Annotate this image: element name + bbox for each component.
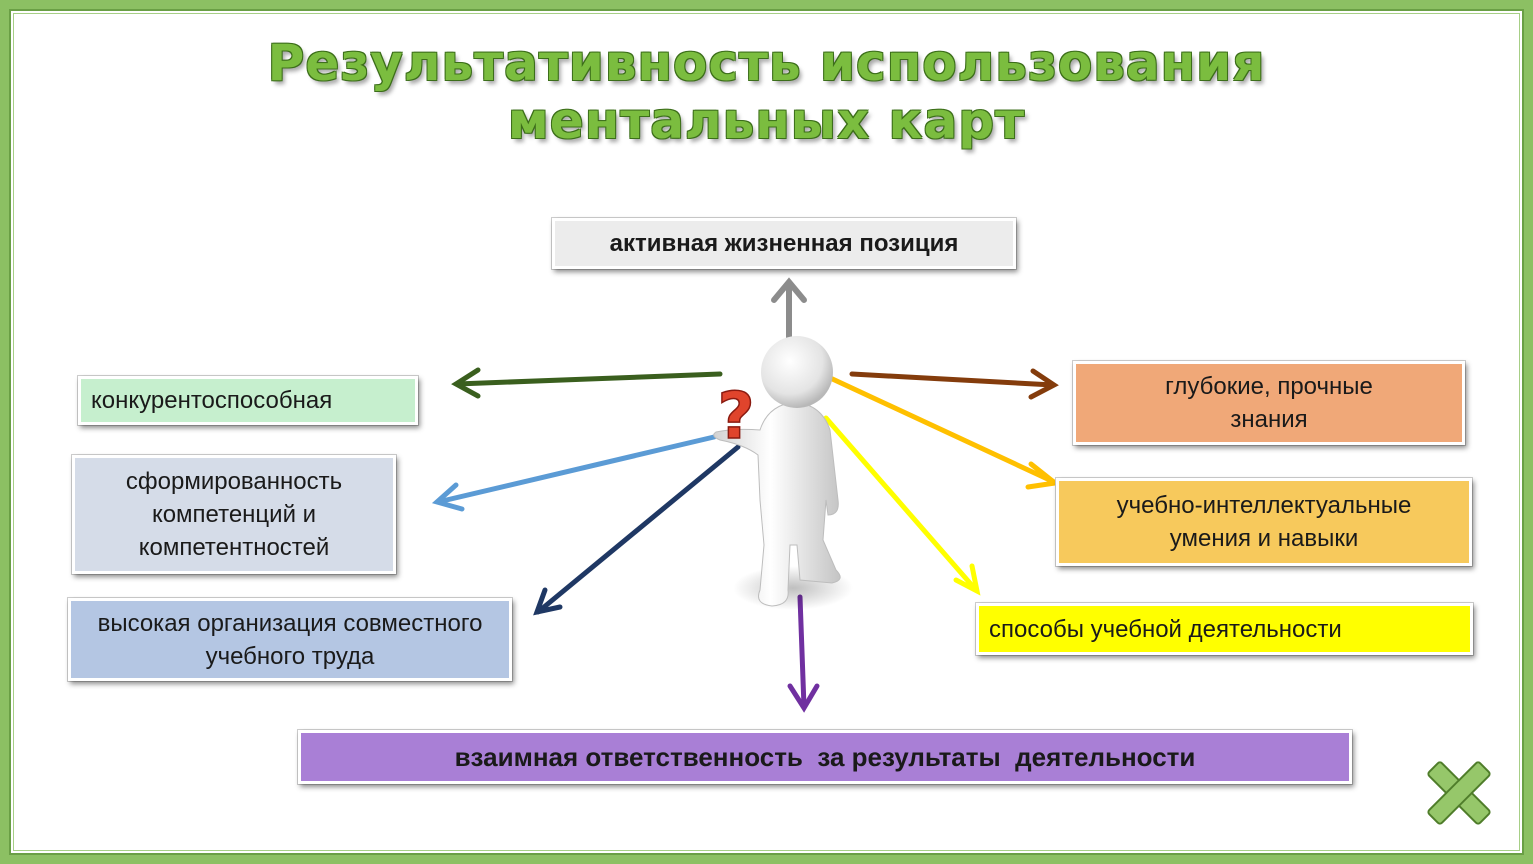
- node-right3: способы учебной деятельности: [976, 603, 1473, 655]
- slide-inner-frame: [13, 13, 1520, 851]
- node-left2: сформированность компетенций и компетент…: [72, 455, 396, 574]
- node-bottom: взаимная ответственность за результаты д…: [298, 730, 1352, 784]
- arrow-left1: [451, 367, 723, 399]
- arrow-right2: [823, 373, 1062, 490]
- question-mark-icon: ?: [717, 380, 754, 454]
- arrow-left2: [431, 434, 717, 512]
- arrow-right3: [823, 415, 981, 596]
- arrow-left3: [533, 444, 741, 616]
- arrow-bottom: [787, 594, 820, 713]
- title-line-1: Результативность использования: [267, 34, 1266, 92]
- arrow-right1: [849, 368, 1059, 400]
- node-left3: высокая организация совместного учебного…: [68, 598, 512, 681]
- node-right2: учебно-интеллектуальные умения и навыки: [1056, 478, 1472, 566]
- slide-title: Результативность использования ментальны…: [0, 34, 1533, 150]
- node-left1: конкурентоспособная: [78, 376, 418, 425]
- close-x-icon[interactable]: [1408, 742, 1510, 844]
- title-line-2: ментальных карт: [507, 92, 1026, 150]
- node-right1: глубокие, прочные знания: [1073, 361, 1465, 445]
- arrow-top: [771, 277, 807, 341]
- person-icon: [713, 336, 853, 610]
- node-top: активная жизненная позиция: [552, 218, 1016, 269]
